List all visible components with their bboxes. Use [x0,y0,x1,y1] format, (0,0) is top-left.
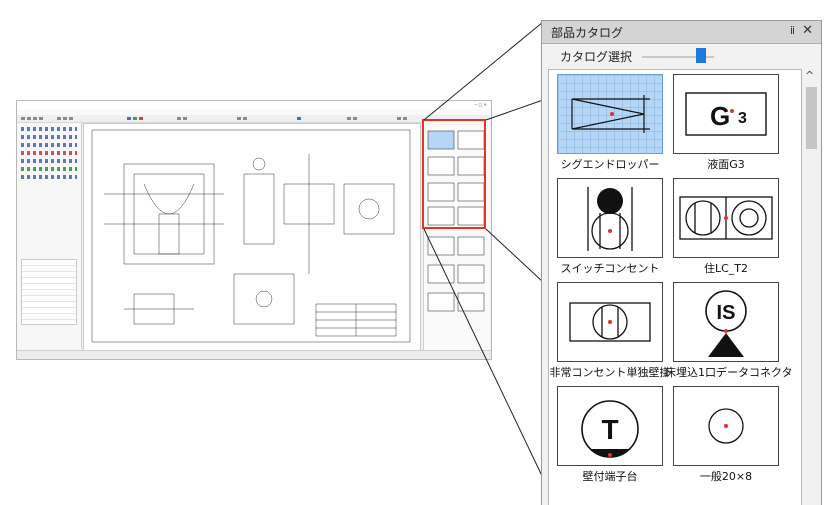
item-label: スイッチコンセント [560,262,660,275]
cad-drawing [91,129,411,343]
item-thumbnail [557,74,663,154]
catalog-item-general-20x8[interactable]: 一般20×8 [673,386,779,485]
switch-outlet-symbol-icon [587,187,633,251]
drawing-canvas[interactable] [83,123,421,351]
item-label: 液面G3 [707,158,745,171]
dropper-symbol-icon [571,95,650,133]
property-grid[interactable] [21,259,77,325]
catalog-item-lc-t2[interactable]: 住LC_T2 [673,178,779,277]
close-icon[interactable]: ✕ [802,23,813,38]
catalog-item-floor-data-connector[interactable]: IS 床埋込1口データコネクタ [665,282,793,381]
g3-letter: G [710,101,730,131]
mini-catalog-panel[interactable] [423,119,490,351]
vertical-scrollbar[interactable]: ^ [802,69,821,505]
terminal-block-symbol-icon: T [581,400,639,458]
item-thumbnail: T [557,386,663,466]
tool-palette[interactable] [17,123,82,349]
catalog-item-emergency-outlet-wall[interactable]: 非常コンセント単独壁掛 [550,282,671,381]
mini-catalog-thumbnails [427,130,485,312]
item-label: 床埋込1口データコネクタ [665,366,793,379]
t-letter: T [601,414,618,445]
catalog-select-label: カタログ選択 [560,50,633,64]
item-thumbnail: IS [673,282,779,362]
item-label: 非常コンセント単独壁掛 [549,366,671,379]
item-label: 一般20×8 [699,470,753,483]
catalog-item-signal-dropper[interactable]: シグエンドロッパー [557,74,663,173]
item-thumbnail [673,386,779,466]
item-thumbnail: G 3 [673,74,779,154]
pin-icon[interactable]: ⅱ [789,24,795,37]
is-letters: IS [717,302,736,324]
window-controls[interactable]: ─ □ ✕ [474,102,487,107]
catalog-item-liquid-level-g3[interactable]: G 3 液面G3 [673,74,779,173]
scrollbar-thumb[interactable] [806,87,817,149]
g3-number: 3 [738,110,747,127]
catalog-highlight-box [422,119,486,229]
scroll-up-icon[interactable]: ^ [805,69,815,82]
parts-catalog-panel: 部品カタログ ⅱ ✕ カタログ選択 [541,20,822,505]
application-window: ─ □ ✕ ▬▬▬▬▬▬▬▬ [16,100,492,360]
catalog-slider-thumb[interactable] [696,48,706,63]
catalog-slider-track[interactable] [642,56,714,58]
item-label: 住LC_T2 [703,262,749,275]
item-label: シグエンドロッパー [560,158,660,171]
catalog-item-wall-terminal-block[interactable]: T 壁付端子台 [557,386,663,485]
g3-symbol-icon: G 3 [685,92,767,136]
lc-t2-symbol-icon [679,196,773,240]
catalog-item-list: シグエンドロッパー G 3 液面G3 [548,69,802,505]
item-thumbnail [557,282,663,362]
is-connector-symbol-icon: IS [705,290,747,357]
catalog-item-switch-outlet[interactable]: スイッチコンセント [557,178,663,277]
toolbar[interactable] [17,115,491,123]
item-thumbnail [557,178,663,258]
panel-header: 部品カタログ ⅱ ✕ [542,21,821,44]
general-box-symbol-icon [708,408,744,444]
status-bar [17,350,491,359]
emergency-outlet-symbol-icon [569,302,651,342]
panel-title: 部品カタログ [551,26,624,40]
item-thumbnail [673,178,779,258]
item-label: 壁付端子台 [582,470,638,483]
